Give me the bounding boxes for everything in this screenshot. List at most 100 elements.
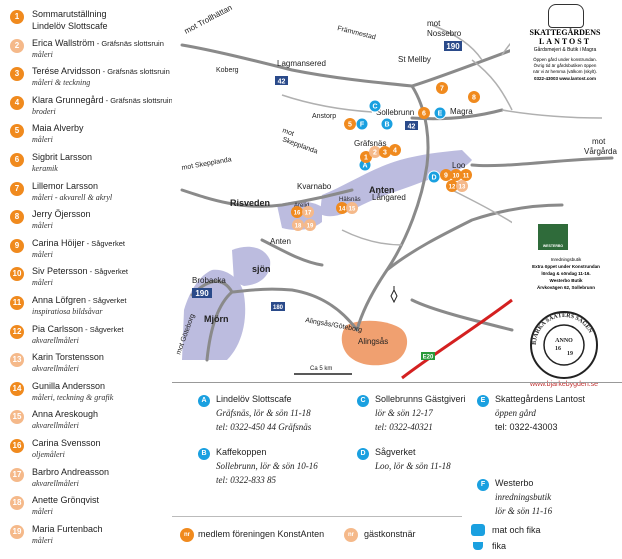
westerbo-line-1: Inredningsbutik <box>550 257 582 262</box>
legend-name: Carina Svensson <box>32 438 101 448</box>
venue-c-title: Sollebrunns Gästgiveri <box>375 394 466 404</box>
legend-medium: akvarellmåleri <box>32 335 79 345</box>
label-mot-vargarda-2: Vårgårda <box>584 147 617 156</box>
skattegarden-info-3: när vi är hemma (välkom (skylt). <box>532 69 597 74</box>
legend-medium: oljemåleri <box>32 450 65 459</box>
map-marker <box>369 146 381 158</box>
venue-marker-c <box>368 99 382 113</box>
cow-icon <box>548 4 584 28</box>
map-marker <box>302 206 314 218</box>
venue-c-line-1: lör & sön 12-17 <box>375 408 433 418</box>
venue-marker-e <box>433 106 447 120</box>
legend-medium: måleri <box>32 135 53 145</box>
legend-place: Gräfsnäs slottsruin <box>107 67 170 77</box>
westerbo-line-5: Ärvkovägen 62, Sollebrunn <box>536 285 596 290</box>
legend-place: Sågverket <box>92 296 127 305</box>
label-kvarnabo: Kvarnabo <box>297 182 332 191</box>
venue-marker-letter: A <box>362 163 367 170</box>
map-marker <box>336 202 348 214</box>
legend-number: 19 <box>10 524 24 539</box>
venue-e-title: Skattegårdens Lantost <box>495 394 586 404</box>
fika-label: fika <box>492 541 507 551</box>
map-marker <box>360 151 372 163</box>
venue-e-line-2: tel: 0322-43003 <box>495 422 558 432</box>
town-alingsas <box>341 320 408 366</box>
legend-name-2: Lindelöv Slottscafe <box>32 21 108 31</box>
label-anten-lake: Anten <box>369 185 395 195</box>
venue-b-title: Kaffekoppen <box>216 447 267 457</box>
westerbo-line-4: Westerbo Butik <box>549 278 583 283</box>
label-risveden: Risveden <box>230 198 270 208</box>
westerbo-line-3: lördag & söndag 11-16. <box>541 271 591 276</box>
map-marker <box>389 144 401 156</box>
legend-number: 8 <box>10 210 24 225</box>
venue-c-icon: C <box>357 395 369 407</box>
map-marker-number: 2 <box>373 150 377 157</box>
legend-name: Klara Grunnegård - Gräfsnäs slottsruin <box>32 94 173 105</box>
legend-name: Anna Löfgren - Sågverket <box>32 295 127 305</box>
legend-number: 9 <box>10 238 24 253</box>
map-marker-number: 1 <box>364 155 368 162</box>
westerbo-tree-icon <box>538 224 568 250</box>
map-marker-number: 3 <box>383 150 387 157</box>
venue-e-icon: E <box>477 395 489 407</box>
map-marker <box>346 202 358 214</box>
legend-name: Lillemor Larsson <box>32 180 99 191</box>
food-label: mat och fika <box>492 525 541 535</box>
legend-number: 18 <box>10 496 24 511</box>
legend-medium: måleri <box>32 535 53 545</box>
legend-medium: måleri <box>32 278 53 288</box>
map-marker <box>418 107 430 119</box>
label-anten: Anten <box>270 237 291 246</box>
map-marker-number: 6 <box>422 111 426 118</box>
label-arelid: Arelid <box>294 203 309 209</box>
legend-medium: måleri <box>32 49 53 59</box>
map-marker <box>291 206 303 218</box>
legend-name: Gunilla Andersson <box>32 380 106 391</box>
label-magra: Magra <box>450 107 473 116</box>
legend-number: 14 <box>10 381 24 396</box>
venue-f-icon: F <box>477 479 489 491</box>
coffee-icon <box>473 542 483 550</box>
label-scale: Ca 5 km <box>310 366 332 372</box>
label-langared: Långared <box>372 193 406 202</box>
label-mot-nossebro-1: mot <box>427 19 441 28</box>
route-42-east: 42 <box>408 124 416 131</box>
venue-d-icon: D <box>357 448 369 460</box>
venues-box: A Lindelöv Slottscafe Gräfsnäs, lör & sö… <box>172 382 622 559</box>
legend-place: Sågverket <box>94 267 128 277</box>
skattegarden-line: Gårdsmejeri & Butik i Magra <box>533 47 597 53</box>
map-marker <box>450 169 462 181</box>
legend-place: Gräfsnäs slottsruin <box>110 95 173 105</box>
venue-d-line-1: Loo, lör & sön 11-18 <box>375 461 451 471</box>
label-grafsnas: Gräfsnäs <box>354 139 386 148</box>
legend-name: Erica Wallström - Gräfsnäs slottsruin <box>32 37 164 48</box>
map-marker-number: 16 <box>294 211 301 217</box>
legend-number: 11 <box>10 296 24 310</box>
legend-medium: måleri <box>32 507 53 517</box>
venue-a-icon: A <box>198 395 210 407</box>
venue-a-line-2: tel: 0322-450 44 Gräfsnäs <box>216 422 312 432</box>
skattegarden-info-2: Övrig tid är gårdsbutiken öppen <box>533 63 597 68</box>
legend-number: 17 <box>10 467 24 482</box>
member-label: medlem föreningen KonstAnten <box>198 529 325 539</box>
venue-marker-letter: D <box>431 175 436 182</box>
guest-nr-icon: nr <box>344 528 358 542</box>
map-marker-number: 11 <box>463 174 470 180</box>
label-lagmansered: Lagmansered <box>277 59 326 68</box>
legend-number: 15 <box>10 410 24 425</box>
map-marker <box>460 169 472 181</box>
legend-name: Karin Torstensson <box>32 352 104 363</box>
label-mot-nossebro-2: Nossebro <box>427 29 462 38</box>
legend-name: Sigbrit Larsson <box>32 152 93 162</box>
legend-name: Anette Grönqvist <box>32 495 100 506</box>
